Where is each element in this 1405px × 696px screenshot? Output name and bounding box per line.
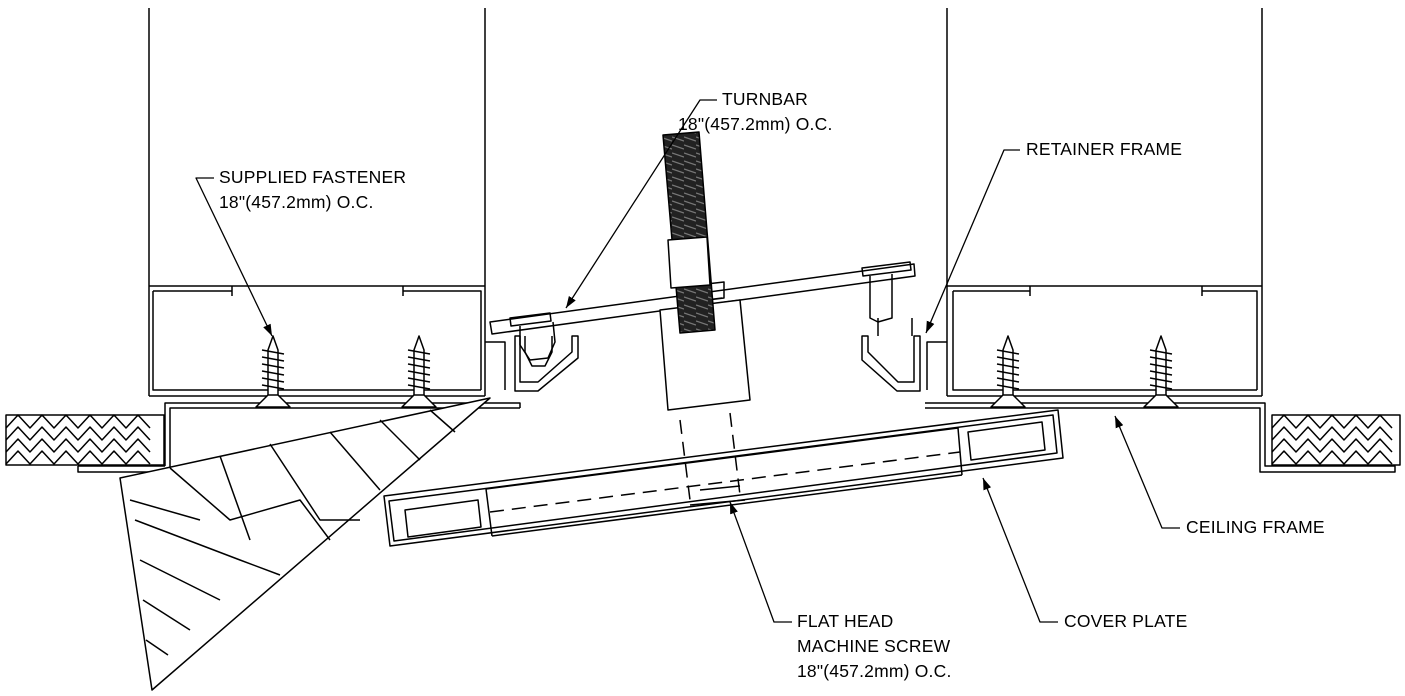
fastener-right-2: [1143, 335, 1179, 408]
fastener-left-1: [255, 335, 291, 408]
wood-blocking: [119, 397, 491, 691]
left-module-panel: [148, 8, 506, 397]
label-supplied-fastener: SUPPLIED FASTENER 18"(457.2mm) O.C.: [219, 167, 407, 212]
retainer-channel-right: [861, 318, 921, 392]
fastener-right-1: [990, 335, 1026, 408]
label-flat-head-screw: FLAT HEAD MACHINE SCREW 18"(457.2mm) O.C…: [797, 611, 952, 681]
threaded-rod: [662, 131, 716, 334]
label-ceiling-frame: CEILING FRAME: [1186, 517, 1325, 537]
label-turnbar: TURNBAR 18"(457.2mm) O.C.: [678, 89, 833, 134]
insulation-left: [5, 414, 165, 466]
leader-lines: [195, 99, 1180, 623]
fastener-left-2: [401, 335, 437, 408]
right-module-panel: [926, 8, 1263, 397]
cover-plate: [383, 409, 1064, 547]
retainer-channel-left: [514, 335, 579, 392]
ceiling-frame-right: [925, 402, 1396, 473]
label-cover-plate: COVER PLATE: [1064, 611, 1188, 631]
label-retainer-frame: RETAINER FRAME: [1026, 139, 1183, 159]
insulation-right: [1271, 414, 1401, 466]
